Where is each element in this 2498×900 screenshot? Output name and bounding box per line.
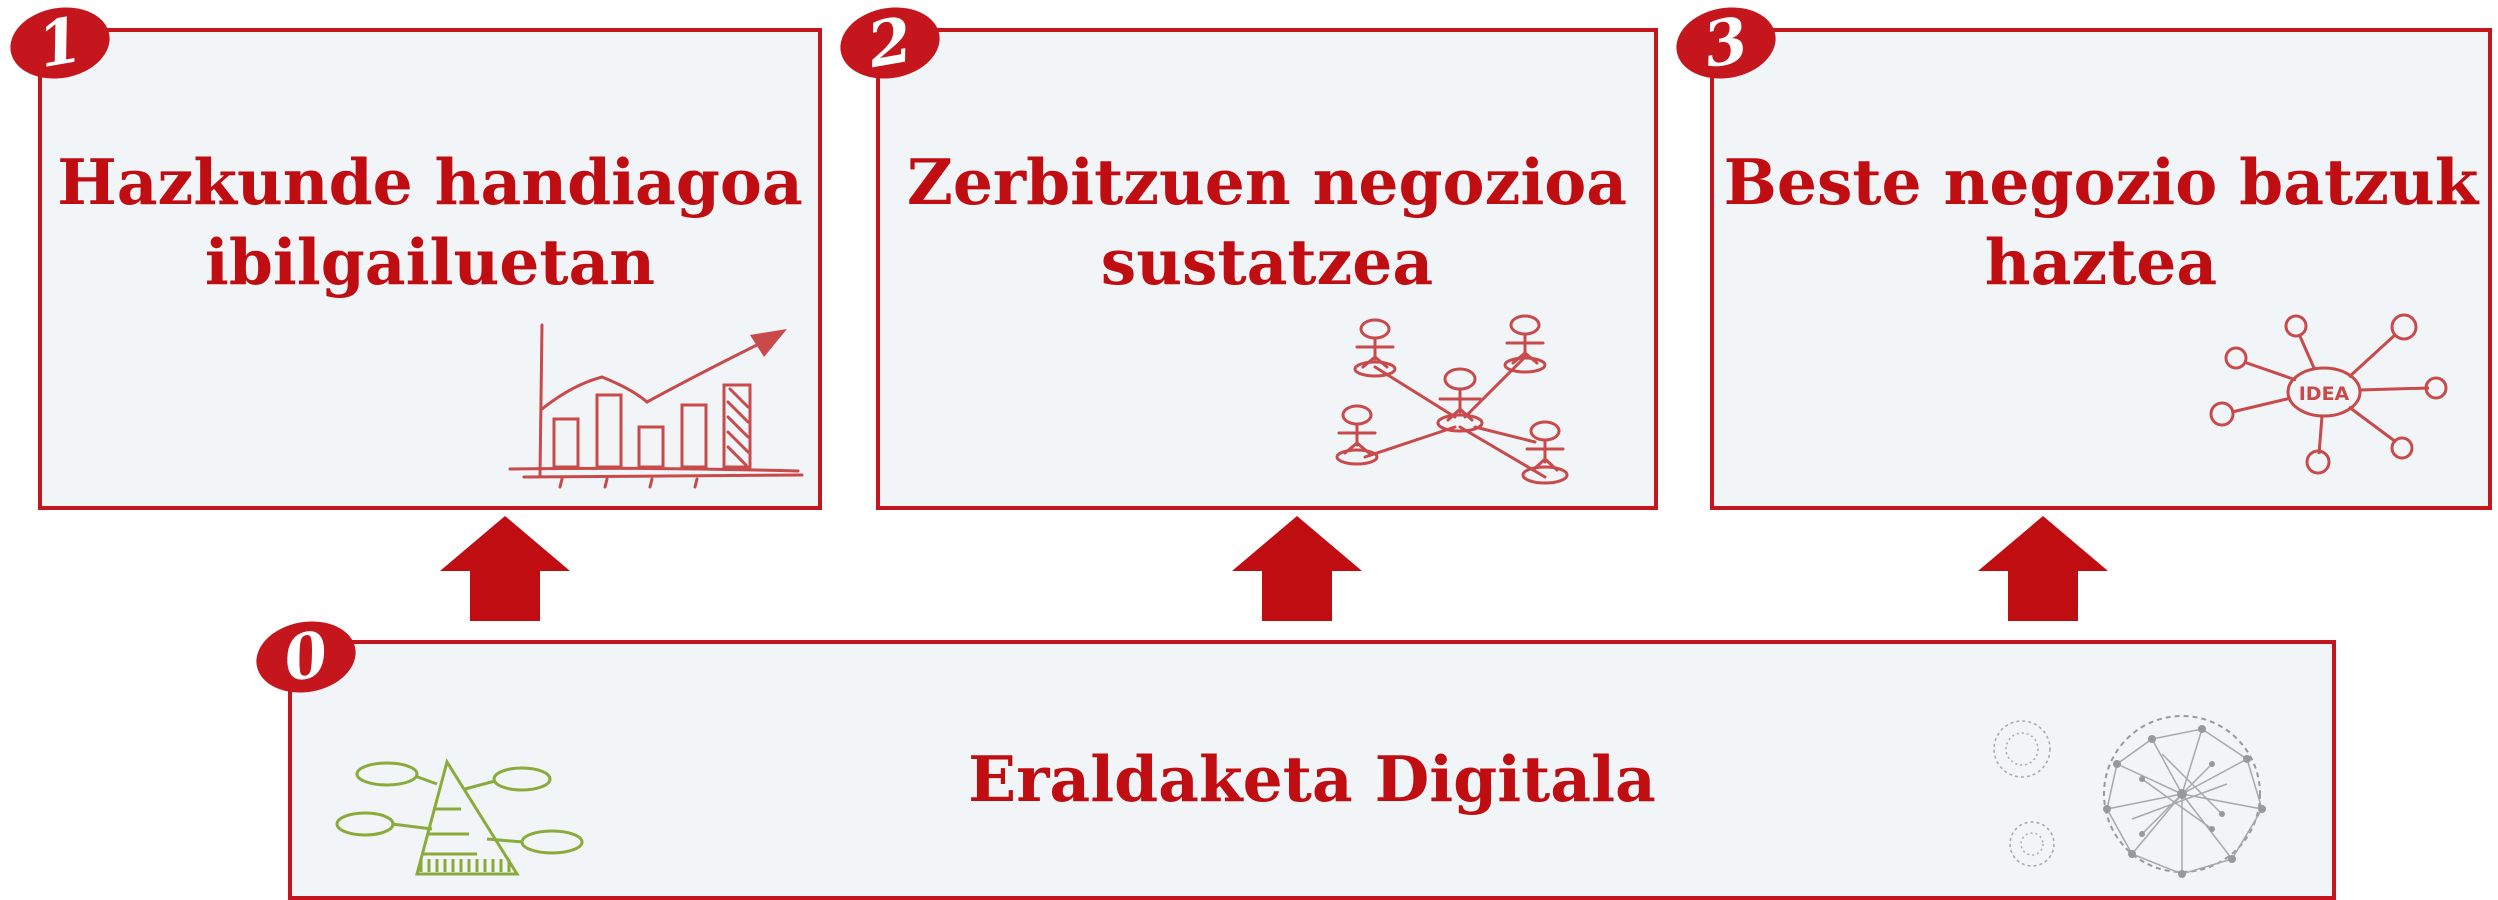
up-arrow-2 — [1232, 516, 1362, 621]
up-arrow-3 — [1978, 516, 2108, 621]
network-globe-icon — [1993, 715, 2266, 878]
pyramid-mindmap-icon — [335, 758, 584, 876]
base-box: Eraldaketa Digitala — [288, 640, 2336, 900]
base-title: Eraldaketa Digitala — [968, 742, 1656, 816]
idea-mindmap-icon: IDEA — [2209, 313, 2448, 475]
goal-title-1: Hazkunde handiagoa ibilgailuetan — [57, 145, 803, 299]
growth-chart-icon — [508, 323, 804, 489]
network-people-icon — [1335, 314, 1569, 485]
goal-box-3: Beste negozio batzuk haztea IDEA — [1710, 28, 2492, 510]
idea-label: IDEA — [2299, 383, 2350, 405]
goal-box-1: Hazkunde handiagoa ibilgailuetan — [38, 28, 822, 510]
goal-box-2: Zerbitzuen negozioa sustatzea — [876, 28, 1658, 510]
up-arrow-1 — [440, 516, 570, 621]
goal-title-2: Zerbitzuen negozioa sustatzea — [906, 145, 1628, 299]
goal-title-3: Beste negozio batzuk haztea — [1723, 145, 2479, 299]
